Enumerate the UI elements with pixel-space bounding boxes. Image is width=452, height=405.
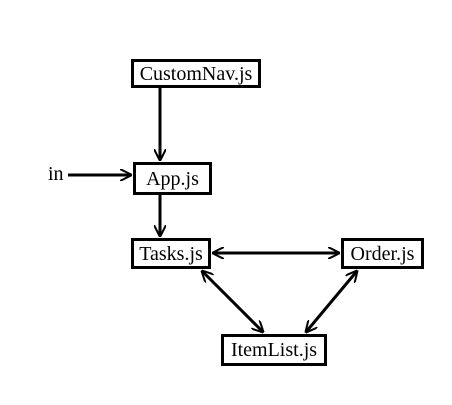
entry-label: in [48,163,64,185]
node-order: Order.js [341,238,424,269]
node-tasks: Tasks.js [131,238,211,269]
edge-tasks-itemlist [202,271,263,332]
node-itemlist: ItemList.js [221,334,327,366]
node-customnav: CustomNav.js [131,59,261,88]
node-app: App.js [133,162,212,195]
edge-order-itemlist [306,271,357,332]
